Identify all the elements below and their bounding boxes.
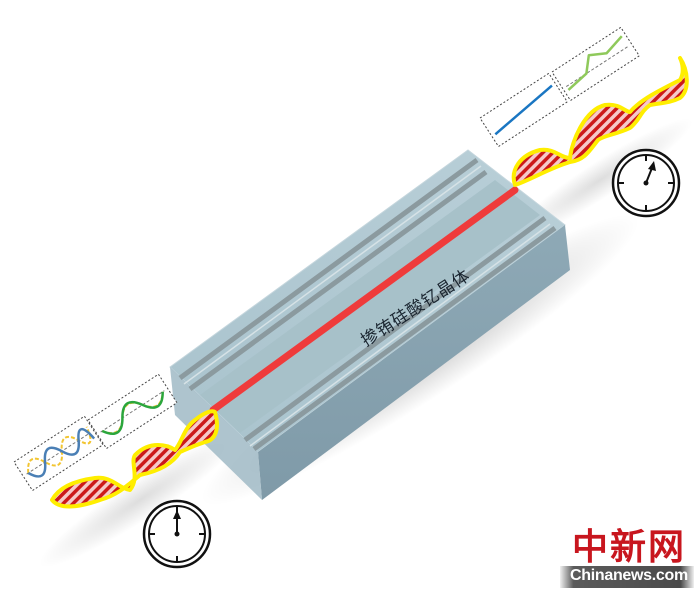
waveguide-beam bbox=[209, 186, 519, 414]
inset-axis bbox=[26, 432, 91, 475]
ridge-1-highlight bbox=[183, 165, 482, 385]
ridge-3-highlight bbox=[249, 223, 551, 447]
output-inset-curve bbox=[551, 26, 640, 102]
input-clock-icon bbox=[142, 499, 212, 569]
signal-wave-blue bbox=[27, 427, 96, 478]
inset-frame bbox=[551, 26, 640, 102]
watermark-bar bbox=[560, 566, 694, 588]
pulse-shadow-left bbox=[38, 432, 242, 568]
crystal-channel bbox=[200, 180, 540, 433]
watermark-english: Chinanews.com bbox=[570, 567, 688, 584]
inset-axis bbox=[565, 45, 629, 88]
signal-wave-green bbox=[101, 391, 164, 435]
ridge-1 bbox=[178, 157, 479, 381]
inset-axis bbox=[100, 390, 165, 433]
signal-line-blue bbox=[494, 84, 553, 136]
ridge-3 bbox=[243, 215, 547, 443]
output-clock-icon bbox=[611, 148, 681, 218]
ridge-4 bbox=[252, 225, 557, 452]
ridge-2 bbox=[188, 169, 488, 392]
output-pulse-shape bbox=[511, 56, 689, 187]
input-pulse-shape bbox=[50, 409, 219, 509]
signal-curve-green bbox=[567, 35, 623, 91]
input-inset-sinusoid bbox=[87, 373, 178, 450]
input-inset-phase bbox=[13, 415, 104, 492]
crystal-front-face bbox=[258, 225, 570, 500]
crystal-block bbox=[169, 149, 570, 500]
input-light-pulse bbox=[50, 409, 219, 509]
output-inset-line bbox=[479, 72, 568, 148]
watermark-chinese: 中新网 bbox=[572, 526, 687, 568]
output-light-pulse bbox=[511, 56, 689, 187]
